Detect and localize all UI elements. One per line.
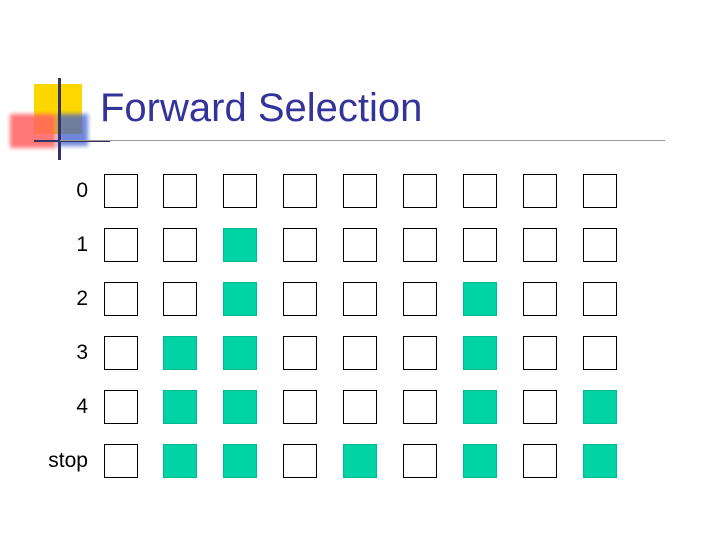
unselected-cell [583, 282, 617, 316]
selected-cell [583, 390, 617, 424]
unselected-cell [283, 444, 317, 478]
unselected-cell [343, 282, 377, 316]
unselected-cell [104, 390, 138, 424]
unselected-cell [343, 390, 377, 424]
selected-cell [223, 390, 257, 424]
selected-cell [163, 390, 197, 424]
selected-cell [223, 228, 257, 262]
unselected-cell [463, 174, 497, 208]
selected-cell [163, 336, 197, 370]
unselected-cell [403, 444, 437, 478]
unselected-cell [523, 282, 557, 316]
unselected-cell [283, 228, 317, 262]
title-rule [60, 140, 665, 141]
selected-cell [223, 444, 257, 478]
unselected-cell [583, 228, 617, 262]
logo-horizontal-line [34, 140, 110, 142]
unselected-cell [583, 174, 617, 208]
unselected-cell [283, 282, 317, 316]
selected-cell [463, 336, 497, 370]
selected-cell [463, 282, 497, 316]
row-label: 4 [76, 395, 88, 418]
row-label: stop [48, 449, 88, 472]
logo-vertical-line [58, 78, 61, 160]
slide-logo [0, 0, 110, 170]
unselected-cell [163, 228, 197, 262]
unselected-cell [343, 228, 377, 262]
unselected-cell [104, 336, 138, 370]
selected-cell [163, 444, 197, 478]
logo-pink-square [10, 114, 56, 148]
selected-cell [463, 444, 497, 478]
selected-cell [463, 390, 497, 424]
unselected-cell [463, 228, 497, 262]
row-label: 0 [76, 179, 88, 202]
unselected-cell [104, 444, 138, 478]
slide-title: Forward Selection [100, 86, 423, 130]
unselected-cell [523, 228, 557, 262]
selected-cell [223, 282, 257, 316]
unselected-cell [523, 444, 557, 478]
selected-cell [223, 336, 257, 370]
unselected-cell [223, 174, 257, 208]
row-label: 1 [76, 233, 88, 256]
unselected-cell [523, 390, 557, 424]
unselected-cell [104, 174, 138, 208]
unselected-cell [283, 174, 317, 208]
unselected-cell [283, 336, 317, 370]
selected-cell [343, 444, 377, 478]
unselected-cell [343, 336, 377, 370]
selected-cell [583, 444, 617, 478]
unselected-cell [163, 174, 197, 208]
row-label: 2 [76, 287, 88, 310]
unselected-cell [403, 174, 437, 208]
unselected-cell [104, 282, 138, 316]
unselected-cell [163, 282, 197, 316]
unselected-cell [403, 228, 437, 262]
unselected-cell [403, 282, 437, 316]
unselected-cell [343, 174, 377, 208]
unselected-cell [104, 228, 138, 262]
unselected-cell [523, 174, 557, 208]
unselected-cell [583, 336, 617, 370]
unselected-cell [403, 336, 437, 370]
row-label: 3 [76, 341, 88, 364]
unselected-cell [283, 390, 317, 424]
unselected-cell [403, 390, 437, 424]
unselected-cell [523, 336, 557, 370]
